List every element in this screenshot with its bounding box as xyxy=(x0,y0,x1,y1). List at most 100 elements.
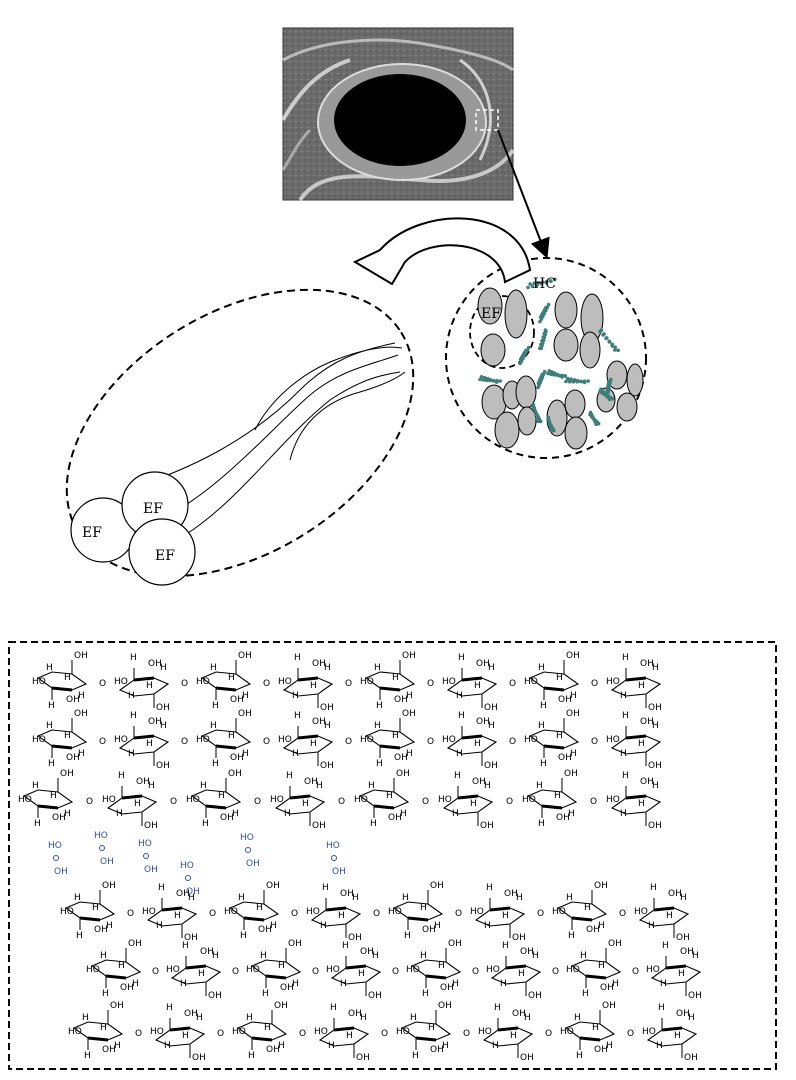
atom-label: OH xyxy=(528,991,542,1001)
fibrils-group xyxy=(477,287,644,450)
atom-label: OH xyxy=(648,703,662,713)
atom-label: H xyxy=(538,721,545,731)
hemicellulose-dot xyxy=(542,369,547,374)
atom-label: H xyxy=(470,799,477,809)
atom-label: OH xyxy=(480,821,494,831)
hemicellulose-dot xyxy=(538,419,543,424)
glycosidic-oxygen: O xyxy=(86,797,93,807)
cell-lumen xyxy=(334,74,466,166)
water-label: OH xyxy=(54,867,68,877)
atom-label: OH xyxy=(602,1001,616,1011)
hc-label: HC xyxy=(533,276,556,292)
atom-label: HO xyxy=(314,1027,328,1037)
atom-label: HO xyxy=(232,1027,246,1037)
hemicellulose-dot xyxy=(599,328,604,333)
atom-label: H xyxy=(650,883,657,893)
fibril xyxy=(564,416,588,450)
ring-bond-bold xyxy=(243,916,265,922)
atom-label: H xyxy=(212,759,219,769)
atom-label: H xyxy=(270,921,277,931)
atom-label: OH xyxy=(60,769,74,779)
glycosidic-oxygen: O xyxy=(291,909,298,919)
atom-label: H xyxy=(46,663,53,673)
atom-label: HO xyxy=(306,907,320,917)
atom-label: H xyxy=(46,721,53,731)
water-oxygen xyxy=(185,875,191,881)
atom-label: H xyxy=(346,1031,353,1041)
ring-bond-bold xyxy=(543,686,565,692)
hemicellulose-dot xyxy=(605,392,610,396)
atom-label: H xyxy=(660,979,667,989)
atom-label: H xyxy=(146,681,153,691)
atom-label: H xyxy=(132,979,139,989)
ring-bond-bold xyxy=(345,964,367,970)
atom-label: HO xyxy=(60,907,74,917)
zoom-arrow xyxy=(497,129,550,259)
atom-label: OH xyxy=(586,925,600,935)
atom-label: H xyxy=(638,681,645,691)
water-oxygen xyxy=(99,845,105,851)
atom-label: OH xyxy=(676,933,690,943)
fiber-bundle: EF EF EF xyxy=(65,288,415,586)
fibril xyxy=(554,291,578,329)
ring-bond-bold xyxy=(185,964,207,970)
atom-label: H xyxy=(524,1013,531,1023)
ring-bond-bold xyxy=(425,974,447,980)
glycosidic-oxygen: O xyxy=(619,909,626,919)
hemicellulose-dot xyxy=(532,406,537,410)
glycosidic-oxygen: O xyxy=(422,797,429,807)
atom-label: HO xyxy=(478,1027,492,1037)
atom-label: HO xyxy=(442,735,456,745)
atom-label: OH xyxy=(66,753,80,763)
atom-label: H xyxy=(264,1023,271,1033)
water-oxygen xyxy=(245,847,251,853)
atom-label: H xyxy=(292,691,299,701)
hemicellulose-dot xyxy=(552,428,556,433)
hemicellulose-dot xyxy=(478,377,482,382)
hemicellulose-dot xyxy=(565,376,570,381)
cellulose-chain: OHHHOHOHHHOOHHHOHOHHHOOHHHOHOHHHOOHHHOHO… xyxy=(18,769,662,831)
glycosidic-oxygen: O xyxy=(254,797,261,807)
atom-label: H xyxy=(260,951,267,961)
atom-label: OH xyxy=(558,753,572,763)
atom-label: H xyxy=(402,893,409,903)
atom-label: H xyxy=(232,809,239,819)
atom-label: OH xyxy=(368,991,382,1001)
atom-label: H xyxy=(620,691,627,701)
atom-label: HO xyxy=(246,965,260,975)
atom-label: OH xyxy=(320,703,334,713)
atom-label: H xyxy=(242,749,249,759)
hemicellulose-dot xyxy=(541,314,545,319)
hemicellulose-dot xyxy=(533,409,538,414)
atom-label: OH xyxy=(512,933,526,943)
atom-label: H xyxy=(438,961,445,971)
water-oxygen xyxy=(143,853,149,859)
atom-label: H xyxy=(198,969,205,979)
cellulose-chain: OHHHOHOHHHOOHHHOHOHHHOOHHHOHOHHHOOHHHOHO… xyxy=(68,1001,698,1063)
ring-bond-bold xyxy=(215,744,237,750)
atom-label: HO xyxy=(186,795,200,805)
atom-label: H xyxy=(84,1051,91,1061)
atom-label: H xyxy=(688,1013,695,1023)
glycosidic-oxygen: O xyxy=(591,679,598,689)
atom-label: H xyxy=(64,673,71,683)
water-label: HO xyxy=(180,861,194,871)
atom-label: OH xyxy=(52,813,66,823)
hemicellulose-dot xyxy=(575,378,580,383)
atom-label: H xyxy=(658,1003,665,1013)
atom-label: H xyxy=(330,1003,337,1013)
atom-label: H xyxy=(278,961,285,971)
atom-label: H xyxy=(116,809,123,819)
atom-label: H xyxy=(666,911,673,921)
atom-label: H xyxy=(568,931,575,941)
glycosidic-oxygen: O xyxy=(552,967,559,977)
hemicellulose-dot xyxy=(544,280,549,284)
hemicellulose-dot xyxy=(609,377,613,382)
hemicellulose-dot xyxy=(564,379,568,384)
hemicellulose-dot xyxy=(606,380,611,385)
atom-label: H xyxy=(406,691,413,701)
atom-label: H xyxy=(474,681,481,691)
atom-label: H xyxy=(238,893,245,903)
